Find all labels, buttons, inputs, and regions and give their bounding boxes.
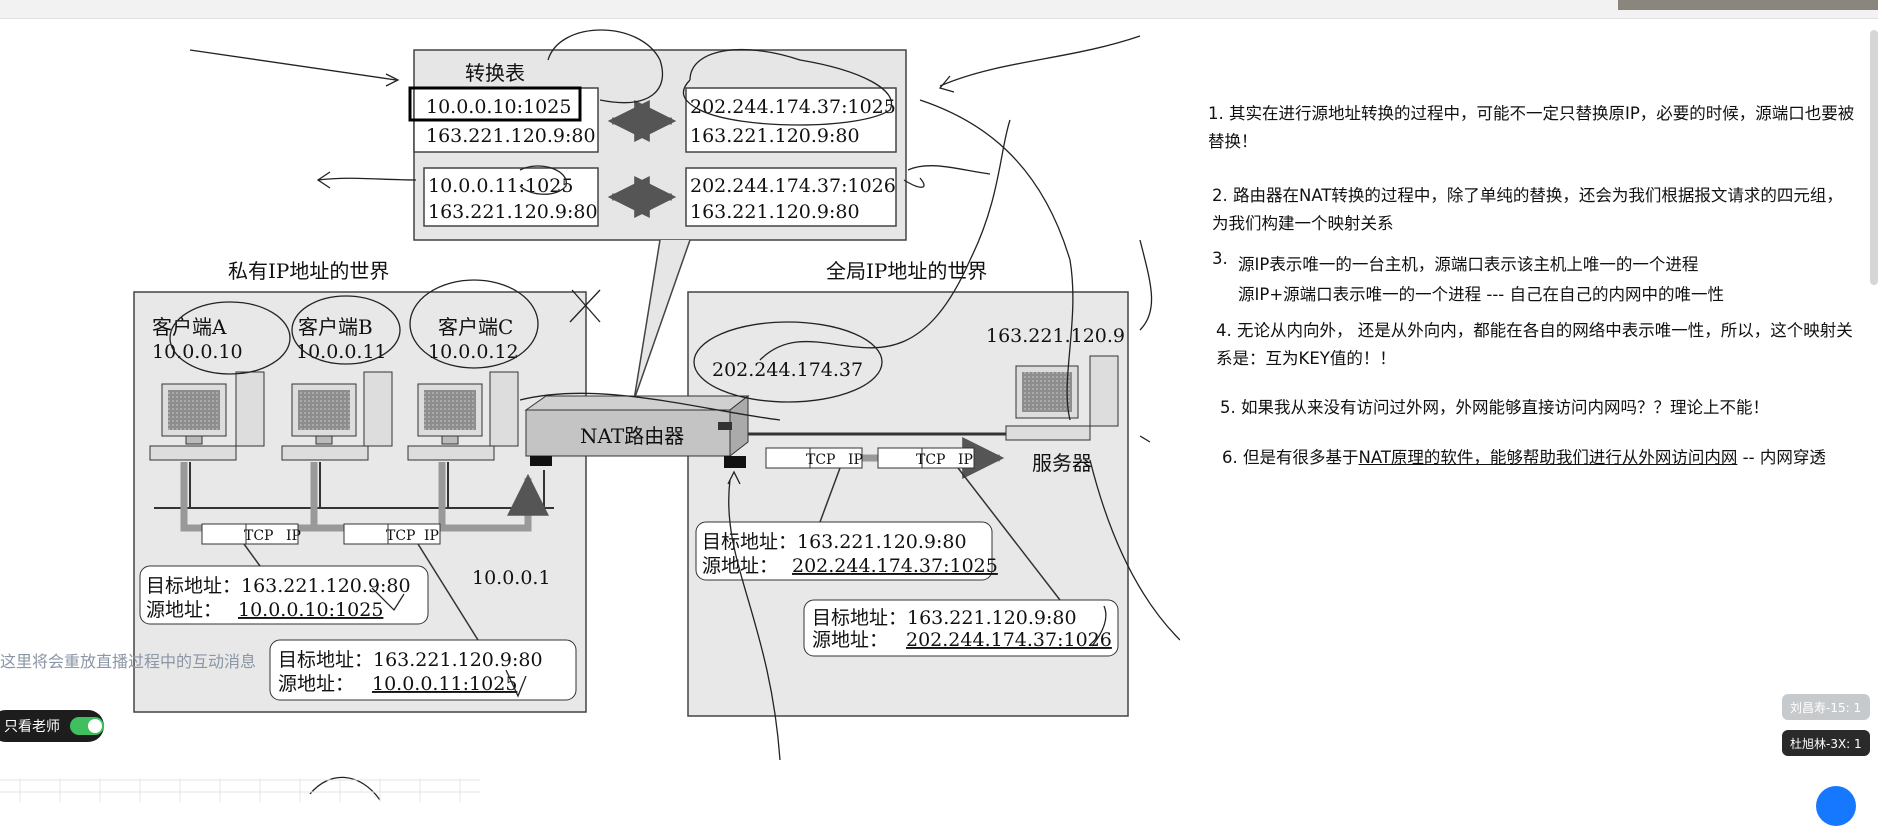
packet-info-right-2 <box>803 599 1119 657</box>
grid-lines <box>0 778 480 802</box>
pkt-right-2-src-prefix: 源地址： <box>812 629 888 651</box>
client-c-name: 客户端C <box>438 315 513 339</box>
computer-c-icon <box>407 371 519 461</box>
pkt-right-1-dst: 目标地址：163.221.120.9:80 <box>702 531 967 553</box>
scrollbar[interactable] <box>1870 30 1878 285</box>
row1-public-bottom: 163.221.120.9:80 <box>690 125 860 147</box>
client-b-ip: 10.0.0.11 <box>296 341 387 363</box>
note-6: 6. 但是有很多基于NAT原理的软件，能够帮助我们进行从外网访问内网 -- 内网… <box>1222 444 1826 472</box>
row1-private-top: 10.0.0.10:1025 <box>426 96 571 118</box>
private-world-label: 私有IP地址的世界 <box>228 259 389 283</box>
ip-label: IP <box>286 528 301 544</box>
client-a: 客户端A 10.0.0.10 <box>152 315 243 363</box>
row2-private-bottom: 163.221.120.9:80 <box>428 201 598 223</box>
row1-public-top: 202.244.174.37:1025 <box>690 96 896 118</box>
note-5: 5. 如果我从来没有访问过外网，外网能够直接访问内网吗？？理论上不能！ <box>1220 398 1769 417</box>
client-c-ip: 10.0.0.12 <box>428 341 519 363</box>
note-4: 4. 无论从内向外， 还是从外向内，都能在各自的网络中表示唯一性，所以，这个映射… <box>1216 321 1853 368</box>
viewer-tag: 杜旭林-3X: 1 <box>1782 730 1870 756</box>
row1-private-bottom: 163.221.120.9:80 <box>426 125 596 147</box>
row2-private-top: 10.0.0.11:1025 <box>428 175 573 197</box>
ip-label: IP <box>424 528 439 544</box>
video-thumbnail[interactable] <box>1618 0 1878 10</box>
note-6-underlined: NAT原理的软件，能够帮助我们进行从外网访问内网 <box>1358 448 1738 467</box>
chat-replay-hint: 这里将会重放直播过程中的互动消息 <box>0 652 257 671</box>
tcp-label: TCP <box>244 528 273 544</box>
client-a-ip: 10.0.0.10 <box>152 341 243 363</box>
note-3-number: 3. <box>1212 249 1228 268</box>
router-public-ip: 202.244.174.37 <box>712 359 863 381</box>
client-b: 客户端B 10.0.0.11 <box>296 315 387 363</box>
pkt-right-2-dst: 目标地址：163.221.120.9:80 <box>812 607 1077 629</box>
tcp-label: TCP <box>916 452 945 468</box>
nat-router: NAT路由器 <box>524 394 750 468</box>
client-a-name: 客户端A <box>152 315 227 339</box>
computer-b-icon <box>281 371 393 461</box>
top-bar <box>0 0 1878 19</box>
note-2: 2. 路由器在NAT转换的过程中，除了单纯的替换，还会为我们根据报文请求的四元组… <box>1212 186 1843 233</box>
note-1: 1. 其实在进行源地址转换的过程中，可能不一定只替换原IP，必要的时候，源端口也… <box>1208 104 1855 151</box>
ip-label: IP <box>848 452 863 468</box>
pkt-right-1-src-prefix: 源地址： <box>702 555 778 577</box>
note-3-line-a: 源IP表示唯一的一台主机，源端口表示该主机上唯一的一个进程 <box>1238 255 1699 274</box>
note-6-prefix: 6. 但是有很多基于 <box>1222 448 1359 467</box>
packet-right-1: TCP IP <box>765 447 863 469</box>
packet-info-left-1 <box>139 565 429 625</box>
tcp-label: TCP <box>386 528 415 544</box>
pkt-left-1-src: 10.0.0.10:1025 <box>238 599 383 621</box>
pkt-left-1-dst: 目标地址：163.221.120.9:80 <box>146 575 411 597</box>
pkt-left-1-src-prefix: 源地址： <box>146 599 222 621</box>
packet-left-1: TCP IP <box>201 523 301 545</box>
toggle-switch[interactable] <box>70 717 104 735</box>
pkt-left-2-src-prefix: 源地址： <box>278 673 354 695</box>
client-c: 客户端C 10.0.0.12 <box>428 315 519 363</box>
table-title: 转换表 <box>465 61 525 85</box>
teacher-only-label: 只看老师 <box>4 719 60 735</box>
ip-label: IP <box>958 452 973 468</box>
teacher-only-toggle[interactable]: 只看老师 <box>0 710 104 742</box>
server-ip: 163.221.120.9 <box>986 325 1125 347</box>
global-world-label: 全局IP地址的世界 <box>826 259 987 283</box>
server-label: 服务器 <box>1032 451 1092 475</box>
note-6-suffix: -- 内网穿透 <box>1737 448 1826 467</box>
client-b-name: 客户端B <box>298 315 373 339</box>
tcp-label: TCP <box>806 452 835 468</box>
gateway-ip: 10.0.0.1 <box>472 567 551 589</box>
row2-public-top: 202.244.174.37:1026 <box>690 175 896 197</box>
row2-public-bottom: 163.221.120.9:80 <box>690 201 860 223</box>
nat-diagram: 转换表 10.0.0.10:1025 163.221.120.9:80 202.… <box>133 29 1180 801</box>
pkt-right-1-src: 202.244.174.37:1025 <box>792 555 998 577</box>
highlight-box <box>408 86 582 122</box>
note-3-line-b: 源IP+源端口表示唯一的一个进程 --- 自己在自己的内网中的唯一性 <box>1238 285 1724 304</box>
viewer-tag: 刘昌寿-15: 1 <box>1782 694 1870 720</box>
pkt-left-2-src: 10.0.0.11:1025 <box>372 673 517 695</box>
packet-info-left-2 <box>269 639 577 701</box>
router-label: NAT路由器 <box>580 424 684 448</box>
packet-info-right-1 <box>695 521 993 581</box>
pkt-left-2-dst: 目标地址：163.221.120.9:80 <box>278 649 543 671</box>
computer-a-icon <box>149 371 265 461</box>
pkt-right-2-src: 202.244.174.37:1026 <box>906 629 1112 651</box>
floating-action-button[interactable] <box>1816 786 1856 826</box>
packet-right-2: TCP IP <box>877 447 975 469</box>
packet-left-2: TCP IP <box>343 523 441 545</box>
translation-table: 转换表 10.0.0.10:1025 163.221.120.9:80 202.… <box>408 49 907 241</box>
